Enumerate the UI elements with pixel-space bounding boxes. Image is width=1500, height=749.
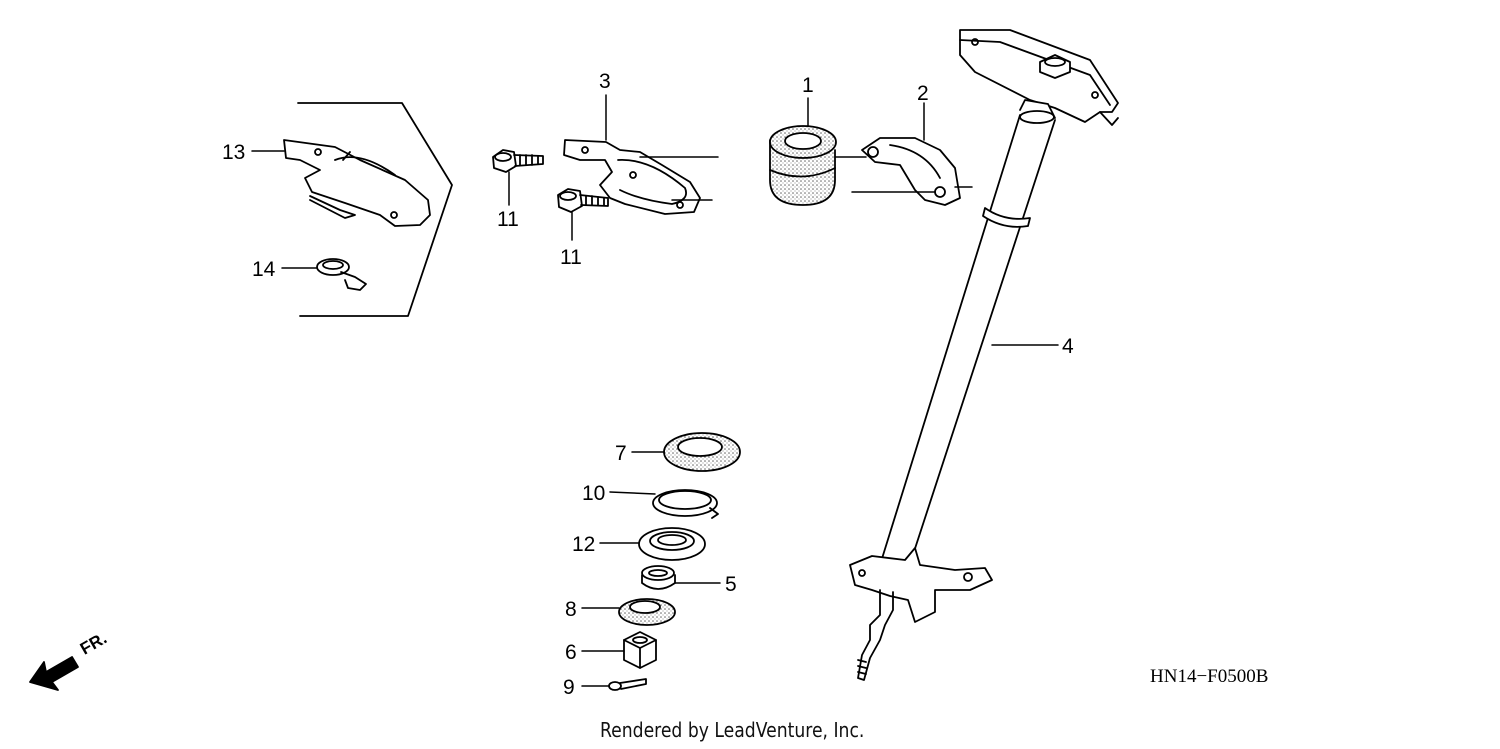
callout-1[interactable]: 1 — [802, 74, 814, 97]
callout-4[interactable]: 4 — [1062, 335, 1074, 358]
part-11-bolt-lower — [557, 188, 609, 213]
part-9-cotter-pin — [608, 678, 647, 691]
callout-7[interactable]: 7 — [615, 442, 627, 465]
callout-9[interactable]: 9 — [563, 676, 575, 699]
callout-5[interactable]: 5 — [725, 573, 737, 596]
callout-13[interactable]: 13 — [222, 141, 246, 164]
part-10-snap-ring — [652, 489, 719, 519]
part-14-clip — [316, 258, 367, 291]
part-13-holder — [283, 139, 431, 227]
callout-3[interactable]: 3 — [599, 70, 611, 93]
part-12-bearing — [638, 527, 706, 561]
diagram-code: HN14−F0500B — [1150, 666, 1269, 687]
callout-12[interactable]: 12 — [572, 533, 596, 556]
leader-lines — [251, 94, 1059, 687]
callout-8[interactable]: 8 — [565, 598, 577, 621]
part-4-steering-shaft — [849, 29, 1119, 681]
callout-6[interactable]: 6 — [565, 641, 577, 664]
callout-14[interactable]: 14 — [252, 258, 276, 281]
part-1-bushing — [769, 125, 837, 206]
render-credit: Rendered by LeadVenture, Inc. — [600, 718, 865, 742]
part-11-bolt-upper — [492, 149, 544, 173]
callout-11-upper[interactable]: 11 — [497, 208, 519, 231]
callout-2[interactable]: 2 — [917, 82, 929, 105]
part-6-nut — [623, 631, 657, 669]
part-8-seal — [618, 598, 676, 626]
front-arrow-icon — [29, 656, 79, 691]
callout-11-lower[interactable]: 11 — [560, 246, 582, 269]
part-2-holder — [861, 137, 961, 206]
group-bracket — [297, 102, 453, 317]
part-5-spacer — [641, 565, 676, 590]
part-7-seal — [663, 432, 741, 472]
callout-10[interactable]: 10 — [582, 482, 606, 505]
part-3-clamp — [563, 139, 701, 215]
